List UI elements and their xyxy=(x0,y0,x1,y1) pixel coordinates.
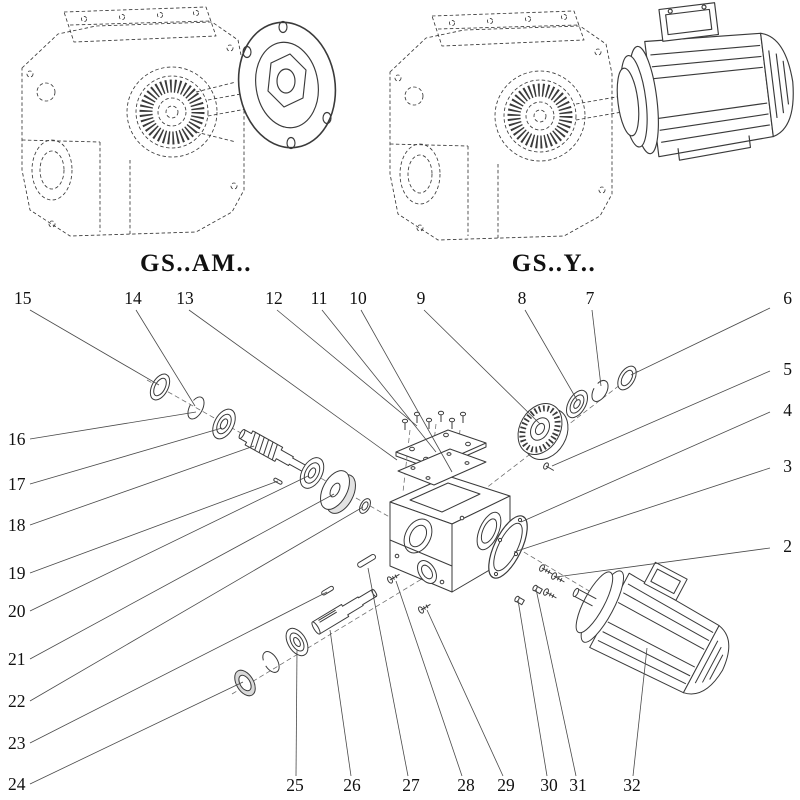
part-output-flange-ring xyxy=(488,515,528,579)
leader-line-27 xyxy=(367,567,409,777)
gsam-gearbox-drawing xyxy=(21,6,253,237)
callout-number-10: 10 xyxy=(349,288,367,308)
leader-line-23 xyxy=(29,591,328,744)
leader-line-16 xyxy=(29,411,197,440)
leader-line-13 xyxy=(188,309,398,461)
leader-line-15 xyxy=(29,309,160,386)
leader-line-19 xyxy=(29,480,279,574)
callout-number-29: 29 xyxy=(497,775,515,795)
part-flange-bolts xyxy=(539,564,565,599)
part-gear-seal-ring xyxy=(617,365,637,391)
part-gear-snap-ring xyxy=(591,380,609,402)
part-input-snap-ring xyxy=(187,396,205,420)
callout-number-5: 5 xyxy=(783,359,792,379)
callout-number-22: 22 xyxy=(8,691,26,711)
leader-line-22 xyxy=(29,506,364,702)
callout-number-7: 7 xyxy=(586,288,595,308)
leader-line-24 xyxy=(29,681,244,785)
part-shim-ring xyxy=(359,498,371,514)
leader-line-9 xyxy=(423,309,541,425)
part-gear-bearing xyxy=(565,389,589,419)
part-breather-plug xyxy=(543,462,555,471)
leader-line-31 xyxy=(535,588,577,777)
part-cover-gasket xyxy=(397,448,487,486)
part-worm-shaft xyxy=(238,429,308,473)
leader-line-18 xyxy=(29,445,255,526)
leader-line-4 xyxy=(520,411,771,523)
callout-number-4: 4 xyxy=(783,400,792,420)
leader-line-28 xyxy=(395,580,463,777)
part-input-bearing xyxy=(212,408,236,440)
callout-number-3: 3 xyxy=(783,456,792,476)
leader-line-11 xyxy=(321,309,437,453)
leader-line-10 xyxy=(360,309,453,473)
leader-line-26 xyxy=(329,629,352,777)
callout-number-26: 26 xyxy=(343,775,361,795)
callout-number-21: 21 xyxy=(8,649,26,669)
gsam-output-flange xyxy=(237,20,337,150)
part-worm-bearing xyxy=(299,457,325,489)
leader-line-20 xyxy=(29,475,309,612)
part-helical-gear xyxy=(517,403,569,460)
callout-number-15: 15 xyxy=(14,288,32,308)
callout-number-30: 30 xyxy=(540,775,558,795)
leader-line-32 xyxy=(632,647,648,777)
variant-label-gs-y: GS..Y.. xyxy=(512,250,597,277)
callout-number-8: 8 xyxy=(518,288,527,308)
leader-line-12 xyxy=(276,309,418,427)
leader-line-17 xyxy=(29,427,223,485)
callout-number-16: 16 xyxy=(8,429,26,449)
part-input-seal-ring xyxy=(149,373,171,401)
callout-number-6: 6 xyxy=(783,288,792,308)
callout-number-19: 19 xyxy=(8,563,26,583)
callout-number-27: 27 xyxy=(402,775,420,795)
callout-number-23: 23 xyxy=(8,733,26,753)
part-shaft-key xyxy=(357,553,377,568)
leader-line-30 xyxy=(517,599,548,777)
part-top-cover xyxy=(395,429,487,471)
callout-number-11: 11 xyxy=(311,288,328,308)
leader-line-2 xyxy=(555,547,771,578)
callout-number-13: 13 xyxy=(176,288,194,308)
callout-number-32: 32 xyxy=(623,775,641,795)
part-housing xyxy=(389,475,511,593)
callout-number-20: 20 xyxy=(8,601,26,621)
callout-number-17: 17 xyxy=(8,474,26,494)
callout-number-28: 28 xyxy=(457,775,475,795)
callout-number-24: 24 xyxy=(8,774,26,794)
leader-line-3 xyxy=(513,467,771,553)
leader-line-21 xyxy=(29,493,335,660)
part-motor xyxy=(572,561,730,695)
leader-line-25 xyxy=(295,649,298,777)
callout-number-31: 31 xyxy=(569,775,587,795)
part-oil-plugs xyxy=(514,584,543,606)
gsy-gearbox-drawing xyxy=(389,10,623,241)
callout-number-25: 25 xyxy=(286,775,304,795)
leader-line-7 xyxy=(591,309,602,387)
leader-line-14 xyxy=(135,309,196,407)
callout-number-2: 2 xyxy=(783,536,792,556)
leader-line-29 xyxy=(426,609,504,777)
callout-number-12: 12 xyxy=(265,288,283,308)
part-housing-bolts xyxy=(387,573,431,614)
callout-number-14: 14 xyxy=(124,288,142,308)
part-output-snap-ring xyxy=(262,651,280,673)
leader-line-6 xyxy=(630,307,771,376)
callout-number-18: 18 xyxy=(8,515,26,535)
leader-line-8 xyxy=(524,309,578,401)
part-worm-wheel-disc xyxy=(320,470,356,514)
variant-label-gs-am: GS..AM.. xyxy=(140,250,252,277)
part-output-seal-ring xyxy=(234,669,256,697)
part-cover-screws xyxy=(401,410,467,430)
leader-line-5 xyxy=(551,370,771,467)
part-output-bearing xyxy=(285,627,309,657)
callout-number-9: 9 xyxy=(417,288,426,308)
gsy-motor-drawing xyxy=(616,2,794,161)
